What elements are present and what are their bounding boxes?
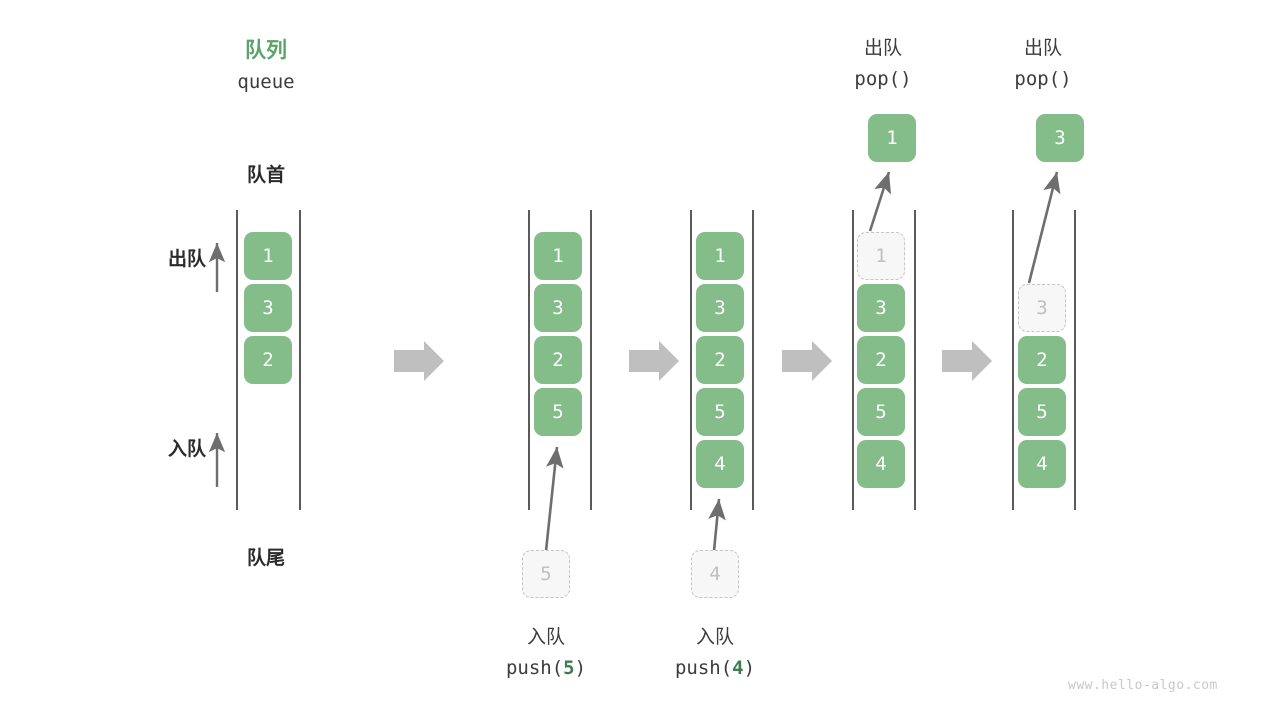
queue-cell: 1 xyxy=(534,232,582,280)
queue-cell: 5 xyxy=(857,388,905,436)
push-5-caption-cn: 入队 xyxy=(526,627,565,648)
rail-right xyxy=(590,210,592,510)
queue-cell: 2 xyxy=(857,336,905,384)
watermark: www.hello-algo.com xyxy=(1068,678,1218,693)
code-prefix: push( xyxy=(674,657,733,679)
queue-cell-removed: 3 xyxy=(1018,284,1066,332)
queue-cell-new: 4 xyxy=(696,440,744,488)
queue-cell-new: 5 xyxy=(534,388,582,436)
queue-cell: 3 xyxy=(696,284,744,332)
pop-3-header-code: pop() xyxy=(1014,68,1072,90)
incoming-ghost-cell: 4 xyxy=(691,550,739,598)
flow-arrow-3 xyxy=(782,341,832,381)
code-value: 5 xyxy=(563,657,575,679)
rail-right xyxy=(914,210,916,510)
flow-arrow-2 xyxy=(629,341,679,381)
enqueue-label: 入队 xyxy=(167,439,206,460)
queue-cell: 2 xyxy=(1018,336,1066,384)
code-suffix: ) xyxy=(574,657,587,679)
push-4-caption-code: push(4) xyxy=(635,657,795,679)
pop-1-header-cn: 出队 xyxy=(863,38,902,59)
incoming-ghost-cell: 5 xyxy=(522,550,570,598)
queue-cell: 2 xyxy=(244,336,292,384)
rail-right xyxy=(1074,210,1076,510)
push-4-caption-cn: 入队 xyxy=(695,627,734,648)
queue-cell: 5 xyxy=(696,388,744,436)
code-suffix: ) xyxy=(743,657,756,679)
rail-right xyxy=(752,210,754,510)
popped-result-cell: 1 xyxy=(868,114,916,162)
front-label: 队首 xyxy=(246,165,285,186)
queue-cell: 5 xyxy=(1018,388,1066,436)
queue-cell: 1 xyxy=(244,232,292,280)
rear-label: 队尾 xyxy=(246,548,285,569)
rail-left xyxy=(528,210,530,510)
push-4-arrow xyxy=(708,498,726,552)
queue-cell: 3 xyxy=(534,284,582,332)
pop-1-header-code: pop() xyxy=(854,68,912,90)
queue-cell: 4 xyxy=(1018,440,1066,488)
pop-1-arrow xyxy=(868,171,892,232)
queue-cell: 2 xyxy=(534,336,582,384)
queue-cell: 3 xyxy=(857,284,905,332)
queue-cell: 2 xyxy=(696,336,744,384)
rail-left xyxy=(1012,210,1014,510)
dequeue-label: 出队 xyxy=(167,249,206,270)
popped-result-cell: 3 xyxy=(1036,114,1084,162)
rail-left xyxy=(690,210,692,510)
code-value: 4 xyxy=(732,657,744,679)
rail-right xyxy=(299,210,301,510)
queue-cell: 4 xyxy=(857,440,905,488)
flow-arrow-4 xyxy=(942,341,992,381)
queue-cell: 3 xyxy=(244,284,292,332)
code-prefix: push( xyxy=(505,657,564,679)
push-5-arrow xyxy=(544,446,564,552)
push-5-caption-code: push(5) xyxy=(466,657,626,679)
rail-left xyxy=(236,210,238,510)
flow-arrow-1 xyxy=(394,341,444,381)
pop-3-header-cn: 出队 xyxy=(1023,38,1062,59)
rail-left xyxy=(852,210,854,510)
queue-cell-removed: 1 xyxy=(857,232,905,280)
pop-3-arrow xyxy=(1027,171,1061,284)
queue-title-en: queue xyxy=(237,71,295,93)
queue-title-cn: 队列 xyxy=(245,39,287,62)
queue-cell: 1 xyxy=(696,232,744,280)
